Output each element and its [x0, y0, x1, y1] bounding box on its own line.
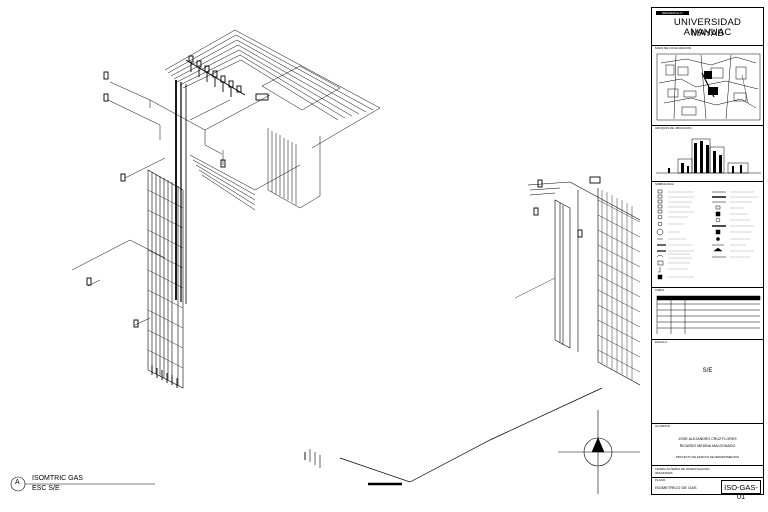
course-section: TEORIA ALTERNA DE INVESTIGACION IMAGINAR…: [652, 466, 763, 478]
student-1: JOSE ALEJANDRO CRUZ FLORES: [678, 437, 737, 441]
plan-label: PLANO: [655, 478, 666, 482]
badge: DESARROLLO: [656, 11, 689, 15]
title-header: DESARROLLO UNIVERSIDAD ANAHUAC MAYAB: [652, 8, 763, 46]
sheet-id-box: ISO-GAS-01: [721, 480, 761, 501]
location-map-label: MAPA DE LOCALIZACION: [655, 46, 691, 50]
view-label-graphic: [10, 476, 155, 492]
valve-cluster-top: [185, 55, 269, 101]
north-arrow: [558, 410, 640, 494]
site-elevation-section: CROQUIS DE UBICACION: [652, 126, 763, 182]
view-title: ISOMTRIC GAS: [32, 475, 83, 482]
scale-section-label: ESCALA: [655, 340, 667, 344]
legend-label: SIMBOLOGIA: [655, 182, 674, 186]
table-label: TABLA: [655, 288, 665, 292]
students-label: ALUMNOS: [655, 424, 670, 428]
project-note: PROYECTO DE EDIFICIO DE DEPARTAMENTOS: [675, 455, 740, 459]
legend-section: SIMBOLOGIA: [652, 182, 763, 288]
left-riser-tower: [147, 80, 187, 389]
right-building: [514, 176, 641, 386]
supply-line-bottom: [304, 387, 603, 486]
appliance-symbols-left: [86, 71, 226, 328]
scale-value: S/E: [702, 368, 713, 374]
left-facade-block: [189, 128, 321, 211]
students-section: ALUMNOS JOSE ALEJANDRO CRUZ FLORES RICAR…: [652, 424, 763, 466]
view-marker-letter: A: [15, 479, 20, 486]
isometric-gas-drawing: [10, 29, 641, 494]
plan-name: ISOMETRICO DE GAS: [655, 485, 697, 490]
scale-section: ESCALA S/E: [652, 340, 763, 424]
revision-table: [656, 295, 761, 334]
view-scale: ESC S/E: [32, 485, 60, 492]
university-name-line1: UNIVERSIDAD ANAHUAC: [673, 17, 742, 38]
course-line2: IMAGINARIA: [655, 471, 673, 475]
course-line1: TEORIA ALTERNA DE INVESTIGACION: [655, 467, 710, 471]
legend-symbols: [656, 189, 758, 280]
location-map-section: MAPA DE LOCALIZACION: [652, 46, 763, 126]
location-map: [656, 53, 761, 121]
site-elevation: [656, 138, 761, 174]
left-branch-lines: [71, 81, 231, 326]
title-block: DESARROLLO UNIVERSIDAD ANAHUAC MAYAB MAP…: [651, 7, 764, 501]
university-name-line2: MAYAB: [691, 28, 724, 39]
roof-plate-lines: [149, 29, 381, 155]
sheet-id: ISO-GAS-01: [724, 483, 758, 501]
riser-feet: [151, 365, 178, 388]
site-elevation-label: CROQUIS DE UBICACION: [655, 126, 692, 130]
table-section: TABLA: [652, 288, 763, 340]
student-2: RICARDO MEDINA MALDONADO: [679, 444, 736, 448]
plan-section: PLANO ISOMETRICO DE GAS ISO-GAS-01: [652, 478, 763, 501]
